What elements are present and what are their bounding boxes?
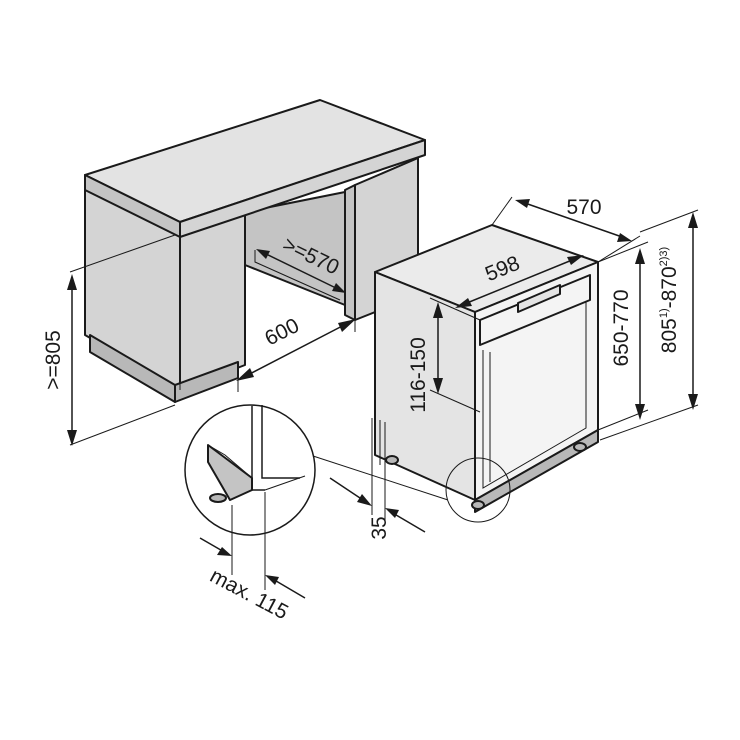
niche-height-sup1: 1) xyxy=(658,308,670,318)
label-max-115: max. 115 xyxy=(206,564,292,624)
cabinet-right-side xyxy=(344,184,356,321)
niche-height-mid: -870 xyxy=(658,266,681,308)
dishwasher-foot-front xyxy=(471,500,485,510)
dishwasher-handle xyxy=(517,284,561,313)
cabinet-opening-floor-line xyxy=(254,250,341,301)
detail-callout xyxy=(184,404,316,590)
detail-marker-circle xyxy=(445,457,511,523)
label-cabinet-width: 600 xyxy=(261,314,303,350)
dimension-cabinet-width: 600 xyxy=(236,305,356,392)
dimension-max-115: max. 115 xyxy=(199,537,306,624)
dishwasher-foot-back xyxy=(385,455,399,465)
niche-height-base: 805 xyxy=(658,318,681,353)
label-cabinet-height: >=805 xyxy=(42,330,65,390)
label-plinth-depth: 35 xyxy=(368,516,391,539)
label-dishwasher-depth: 570 xyxy=(566,196,601,219)
label-dishwasher-height: 650-770 xyxy=(610,289,633,366)
dishwasher xyxy=(374,224,599,513)
dimension-panel-height: 116-150 xyxy=(407,297,481,413)
detail-circle xyxy=(184,404,316,536)
dimension-cabinet-height: >=805 xyxy=(42,234,176,446)
label-niche-height: 8051)-8702)3) xyxy=(658,247,681,353)
kitchen-cabinet xyxy=(84,99,426,403)
detail-foot xyxy=(209,493,227,503)
dimension-niche-height: 8051)-8702)3) xyxy=(599,209,699,441)
detail-plinth xyxy=(207,444,253,501)
niche-height-sup2: 2)3) xyxy=(658,247,670,267)
dimension-plinth-depth: 35 xyxy=(329,418,426,540)
cabinet-opening-back xyxy=(244,191,346,306)
label-panel-height: 116-150 xyxy=(407,337,430,413)
detail-leader xyxy=(309,454,449,501)
dimension-dishwasher-height: 650-770 xyxy=(597,241,649,431)
dishwasher-foot-right xyxy=(573,442,587,452)
dimension-dishwasher-depth: 570 xyxy=(491,196,641,263)
